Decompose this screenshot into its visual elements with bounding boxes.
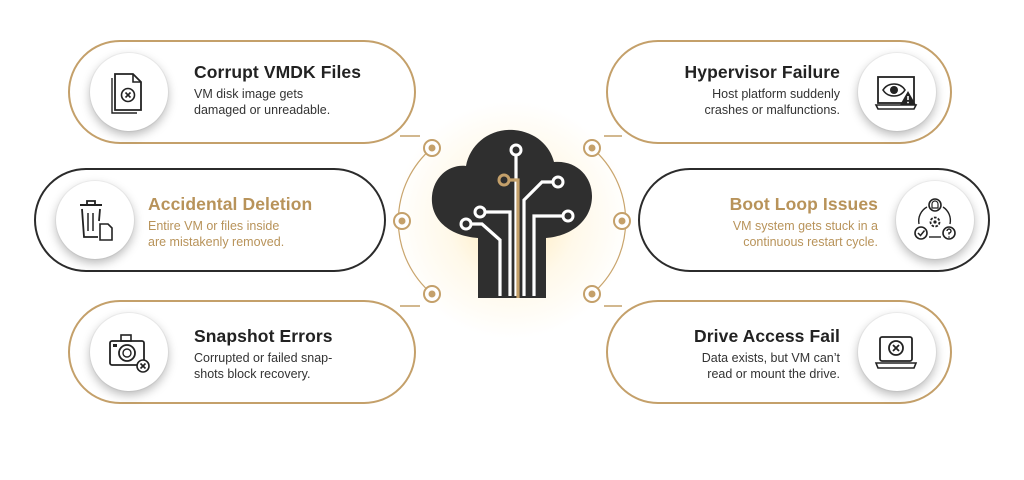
connector-dot (423, 139, 441, 157)
connector-dot (393, 212, 411, 230)
monitor-eye-warning-icon (858, 53, 936, 131)
card-desc-line2: crashes or malfunctions. (704, 103, 840, 117)
card-desc-line1: VM system gets stuck in a (732, 219, 878, 233)
connector-dot (613, 212, 631, 230)
card-desc-line2: continuous restart cycle. (743, 235, 878, 249)
connector-dot (423, 285, 441, 303)
connector-dot (583, 139, 601, 157)
restart-cycle-icon (896, 181, 974, 259)
cloud-circuit-tree-icon (431, 129, 592, 298)
card-title: Drive Access Fail (694, 326, 840, 346)
card-boot-loop: Boot Loop Issues VM system gets stuck in… (638, 168, 990, 272)
card-title: Snapshot Errors (194, 326, 333, 346)
camera-error-icon (90, 313, 168, 391)
trash-file-icon (56, 181, 134, 259)
card-desc-line2: shots block recovery. (194, 367, 311, 381)
connector-dot (583, 285, 601, 303)
card-desc-line1: Host platform suddenly (712, 87, 840, 101)
card-snapshot-errors: Snapshot Errors Corrupted or failed snap… (68, 300, 416, 404)
card-desc-line2: are mistakenly removed. (148, 235, 285, 249)
card-hypervisor-failure: Hypervisor Failure Host platform suddenl… (606, 40, 952, 144)
card-desc-line2: damaged or unreadable. (194, 103, 331, 117)
laptop-error-icon (858, 313, 936, 391)
card-corrupt-vmdk: Corrupt VMDK Files VM disk image gets da… (68, 40, 416, 144)
card-title: Hypervisor Failure (684, 62, 840, 82)
card-drive-access-fail: Drive Access Fail Data exists, but VM ca… (606, 300, 952, 404)
card-desc-line2: read or mount the drive. (707, 367, 840, 381)
card-desc-line1: Entire VM or files inside (148, 219, 280, 233)
card-desc-line1: VM disk image gets (194, 87, 304, 101)
card-title: Accidental Deletion (148, 194, 313, 214)
corrupt-file-icon (90, 53, 168, 131)
card-title: Corrupt VMDK Files (194, 62, 362, 82)
card-accidental-deletion: Accidental Deletion Entire VM or files i… (34, 168, 386, 272)
card-title: Boot Loop Issues (729, 194, 878, 214)
card-desc-line1: Data exists, but VM can’t (701, 351, 840, 365)
card-desc-line1: Corrupted or failed snap- (194, 351, 333, 365)
